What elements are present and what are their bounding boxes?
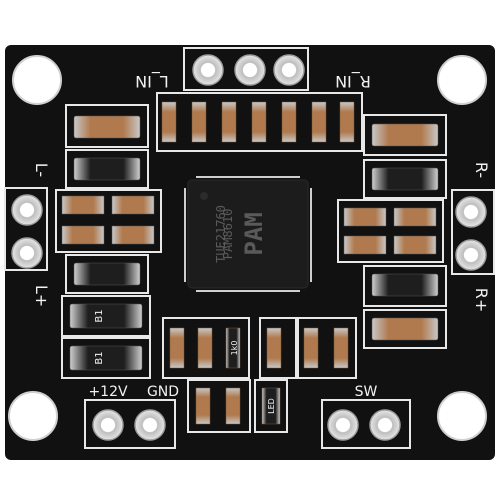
chip-part-number: PAM8610: [221, 209, 235, 260]
chip-logo: PAM: [240, 212, 268, 255]
mounting-hole-top-left: [12, 55, 62, 105]
left-components: [61, 115, 155, 371]
label-led: LED: [267, 398, 276, 414]
pad-12v: [92, 409, 124, 441]
label-r-plus: R+: [472, 288, 491, 313]
bottom-components: [169, 327, 349, 425]
pad-l-minus: [11, 194, 43, 226]
mounting-hole-bottom-right: [437, 391, 487, 441]
label-r-minus: R-: [472, 162, 491, 178]
pad-gnd: [134, 409, 166, 441]
pad-r-in: [273, 54, 305, 86]
label-gnd: GND: [147, 384, 179, 400]
pad-l-in-1: [192, 54, 224, 86]
label-l-in: L_IN: [135, 71, 169, 91]
pad-r-plus: [455, 239, 487, 271]
mounting-hole-top-right: [437, 55, 487, 105]
mounting-hole-bottom-left: [8, 391, 58, 441]
label-l-plus: L+: [32, 285, 51, 307]
silkscreen-outlines: [4, 47, 495, 449]
pad-r-minus: [455, 196, 487, 228]
resistor-mark-2: B1: [94, 351, 105, 364]
chip-pins: [184, 176, 312, 292]
pad-l-in-2: [234, 54, 266, 86]
top-capacitor-row: [161, 101, 355, 143]
amplifier-chip: [184, 176, 312, 292]
chip-body: [187, 179, 309, 289]
resistor-mark-1: B1: [94, 309, 105, 322]
label-r-in: R_IN: [335, 71, 371, 91]
pad-l-plus: [11, 237, 43, 269]
pad-sw-1: [327, 409, 359, 441]
through-hole-pads: [11, 54, 487, 441]
chip-lot-code: TUE21760: [214, 205, 228, 263]
right-components: [343, 123, 439, 341]
chip-pin1-marker: [200, 192, 208, 200]
label-12v: +12V: [88, 384, 128, 400]
label-sw: SW: [355, 384, 378, 400]
pad-sw-2: [369, 409, 401, 441]
resistor-mark-3: 1k0: [230, 341, 239, 356]
mounting-holes: [8, 55, 487, 441]
label-l-minus: L-: [32, 163, 51, 177]
